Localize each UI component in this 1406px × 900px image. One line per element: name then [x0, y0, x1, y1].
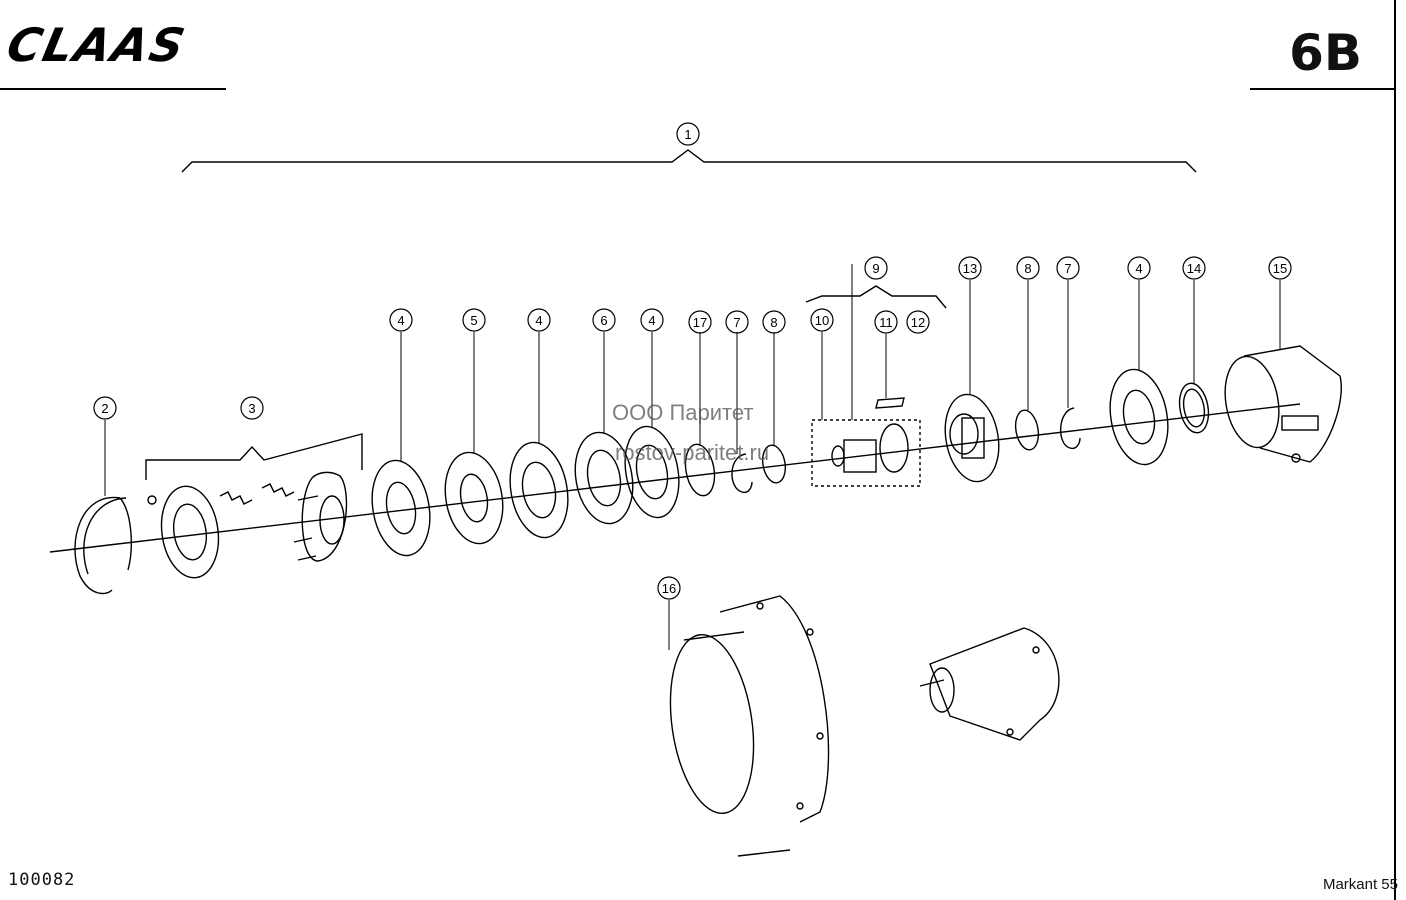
callout-7a: 7	[725, 310, 749, 334]
frame-right-border	[1394, 0, 1396, 900]
part-hub-assembly	[811, 397, 921, 487]
callout-8a: 8	[762, 310, 786, 334]
svg-text:15: 15	[1273, 261, 1287, 276]
part-friction-disc-a	[371, 459, 431, 557]
watermark-url: rostov-paritet.ru	[615, 440, 770, 465]
part-housing-sleeve	[669, 595, 830, 857]
callout-10: 10	[810, 308, 834, 332]
svg-text:10: 10	[815, 313, 829, 328]
callout-5: 5	[462, 308, 486, 332]
svg-text:4: 4	[397, 313, 404, 328]
model-name: Markant 55	[1322, 876, 1398, 893]
svg-text:3: 3	[248, 401, 255, 416]
svg-text:11: 11	[879, 315, 893, 330]
callout-6: 6	[592, 308, 616, 332]
part-friction-disc-c	[624, 425, 680, 519]
part-ring-17	[684, 443, 716, 497]
bracket-item-1	[181, 149, 1197, 173]
svg-text:8: 8	[1024, 261, 1031, 276]
svg-text:4: 4	[648, 313, 655, 328]
svg-text:16: 16	[662, 581, 676, 596]
svg-text:12: 12	[911, 315, 925, 330]
callout-7b: 7	[1056, 256, 1080, 280]
svg-text:4: 4	[1135, 261, 1142, 276]
callout-8b: 8	[1016, 256, 1040, 280]
drawing-number: 100082	[8, 870, 76, 890]
part-washer-8b	[1014, 409, 1040, 451]
svg-text:6: 6	[600, 313, 607, 328]
assembly-axis-line	[49, 403, 1301, 553]
part-steel-disc	[444, 451, 504, 545]
part-friction-disc-d	[1109, 368, 1169, 466]
svg-text:13: 13	[963, 261, 977, 276]
callout-9: 9	[864, 256, 888, 280]
svg-text:5: 5	[470, 313, 477, 328]
callout-13: 13	[958, 256, 982, 280]
svg-text:1: 1	[684, 127, 691, 142]
part-flange-hub	[944, 393, 1000, 483]
callout-12: 12	[906, 310, 930, 334]
svg-text:17: 17	[693, 315, 707, 330]
header-rule-right	[1250, 88, 1395, 90]
callout-1: 1	[676, 122, 700, 146]
part-circlip-7b	[1059, 407, 1081, 450]
part-spring-plate	[147, 471, 348, 579]
page-code: 6B	[1289, 24, 1362, 82]
callout-4a: 4	[389, 308, 413, 332]
part-seal-ring-14	[1178, 382, 1210, 434]
callout-4c: 4	[640, 308, 664, 332]
callout-3: 3	[240, 396, 264, 420]
callout-4d: 4	[1127, 256, 1151, 280]
part-circlip-7a	[731, 453, 753, 494]
svg-text:2: 2	[101, 401, 108, 416]
svg-text:7: 7	[733, 315, 740, 330]
callout-17: 17	[688, 310, 712, 334]
part-cover-detail	[919, 627, 1060, 741]
part-housing	[1224, 345, 1342, 463]
callout-11: 11	[874, 310, 898, 334]
svg-text:9: 9	[872, 261, 879, 276]
svg-text:7: 7	[1064, 261, 1071, 276]
part-snap-ring	[74, 496, 132, 595]
svg-text:8: 8	[770, 315, 777, 330]
bracket-item-3	[145, 433, 363, 480]
bracket-item-9	[805, 285, 947, 309]
callout-2: 2	[93, 396, 117, 420]
header-rule-left	[0, 88, 226, 90]
part-friction-disc-b	[509, 441, 569, 539]
svg-text:14: 14	[1187, 261, 1201, 276]
svg-text:4: 4	[535, 313, 542, 328]
part-pressure-plate	[574, 431, 634, 525]
callout-16: 16	[657, 576, 681, 600]
part-washer-8a	[761, 444, 787, 484]
callout-14: 14	[1182, 256, 1206, 280]
watermark-company: ООО Паритет	[612, 400, 754, 425]
callout-4b: 4	[527, 308, 551, 332]
callout-15: 15	[1268, 256, 1292, 280]
